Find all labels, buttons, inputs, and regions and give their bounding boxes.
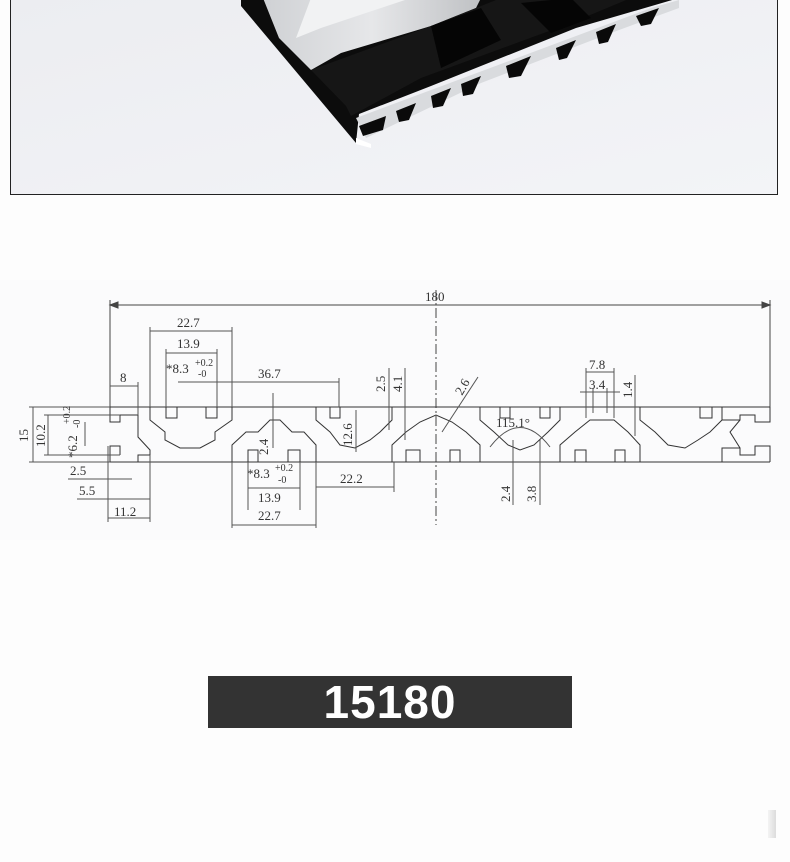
tol-minus-top: -0 (198, 369, 206, 380)
dim-8-3-top: *8.3 (166, 361, 189, 376)
dim-11-2: 11.2 (114, 504, 136, 519)
extrusion-photo-illustration (11, 0, 777, 194)
model-number-banner: 15180 (208, 676, 572, 728)
product-photo (10, 0, 778, 195)
tol-plus-end: +0.2 (62, 406, 73, 424)
dim-2-6-chamfer: 2.6 (452, 375, 473, 397)
dim-2-4-groove: 2.4 (498, 485, 513, 502)
profile-cross-section: 180 (0, 280, 790, 540)
dim-2-5-vertical: 2.5 (373, 376, 388, 392)
dim-10-2: 10.2 (33, 424, 48, 447)
dim-22-7-top: 22.7 (177, 315, 200, 330)
dim-2-4-rib: 2.4 (256, 438, 271, 455)
dim-4-1-vertical: 4.1 (390, 376, 405, 392)
tol-minus-end: -0 (72, 420, 83, 428)
dim-180: 180 (425, 289, 445, 304)
dim-angle-115-1: 115.1° (496, 415, 530, 430)
dim-13-9-top: 13.9 (177, 336, 200, 351)
model-number: 15180 (323, 676, 457, 728)
dim-13-9-bottom: 13.9 (258, 490, 281, 505)
dim-8: 8 (120, 370, 127, 385)
dim-6-2: *6.2 (65, 435, 80, 458)
dim-1-4: 1.4 (620, 381, 635, 398)
dim-22-7-bottom: 22.7 (258, 508, 281, 523)
decorative-edge-mark (768, 810, 776, 838)
dim-15: 15 (16, 429, 31, 442)
dim-2-5-horizontal: 2.5 (70, 463, 86, 478)
dim-5-5: 5.5 (79, 483, 95, 498)
technical-drawing: 180 (0, 280, 790, 540)
dim-12-6: 12.6 (340, 423, 355, 446)
dim-22-2: 22.2 (340, 471, 363, 486)
tol-plus-bottom: +0.2 (275, 463, 293, 474)
dim-8-3-bottom: *8.3 (247, 466, 270, 481)
dim-36-7: 36.7 (258, 366, 281, 381)
profile-outline (109, 406, 771, 463)
dim-3-4: 3.4 (589, 377, 606, 392)
dimension-overall: 180 (108, 289, 772, 410)
dim-7-8: 7.8 (589, 357, 605, 372)
tol-plus-top: +0.2 (195, 358, 213, 369)
dim-3-8-groove: 3.8 (524, 486, 539, 502)
tol-minus-bottom: -0 (278, 475, 286, 486)
